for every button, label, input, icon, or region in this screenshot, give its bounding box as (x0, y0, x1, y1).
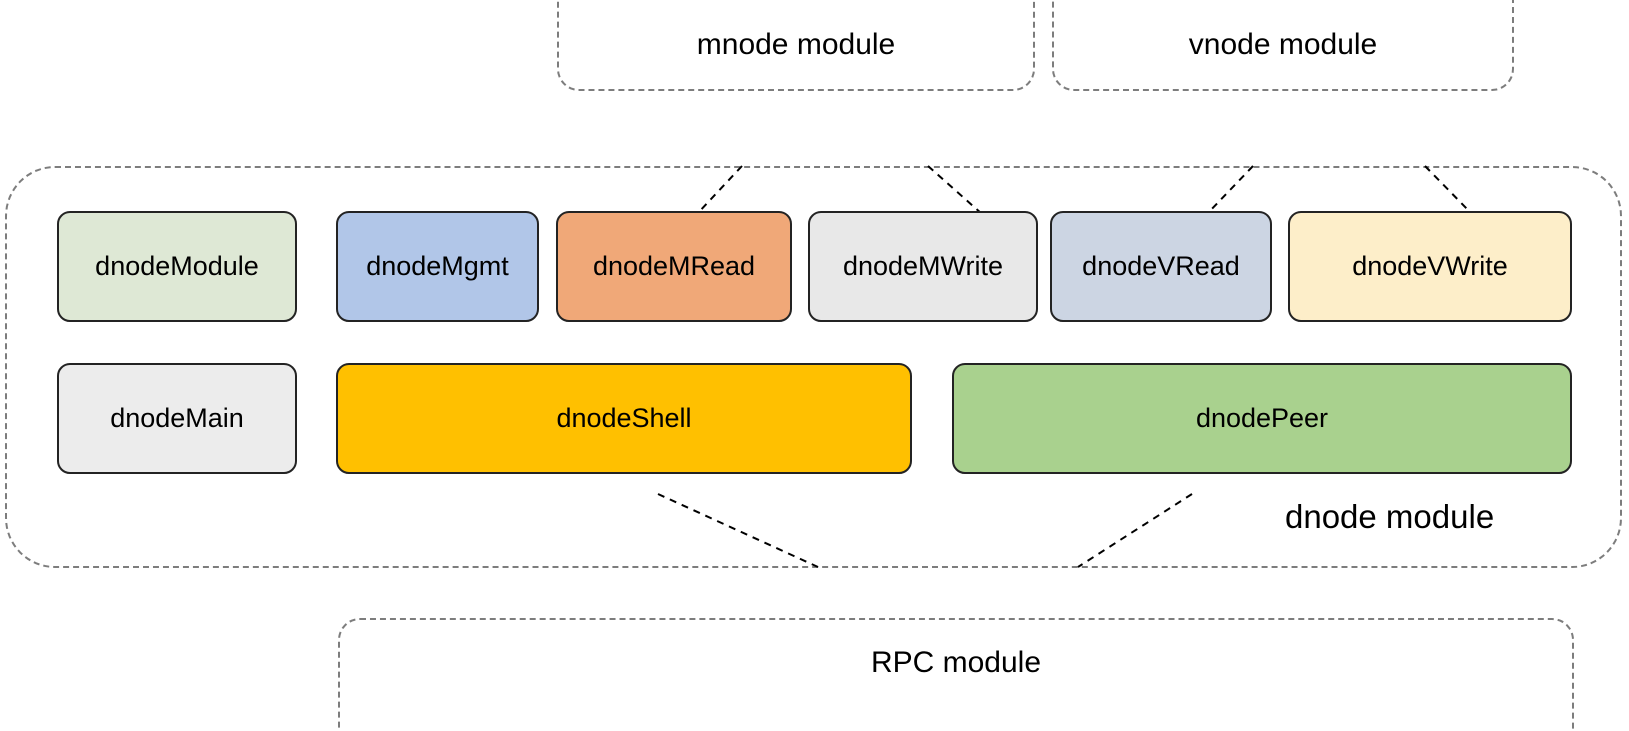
node-box-label: dnodeVWrite (1352, 251, 1508, 281)
node-box-dnodepeer[interactable]: dnodePeer (952, 363, 1572, 474)
node-box-label: dnodeMgmt (366, 251, 509, 281)
mnode-module-label: mnode module (696, 28, 896, 61)
node-box-dnodemain[interactable]: dnodeMain (57, 363, 297, 474)
node-box-dnodevread[interactable]: dnodeVRead (1050, 211, 1272, 322)
dnode-module-label: dnode module (1285, 498, 1495, 535)
node-box-label: dnodeShell (556, 403, 692, 433)
mnode-module-container (557, 0, 1035, 91)
node-box-label: dnodeMain (110, 403, 244, 433)
rpc-module-container (338, 618, 1574, 731)
node-box-label: dnodeModule (95, 251, 259, 281)
node-box-label: dnodeMWrite (842, 251, 1004, 281)
node-box-dnodevwrite[interactable]: dnodeVWrite (1288, 211, 1572, 322)
node-box-label: dnodePeer (1195, 403, 1329, 433)
vnode-module-label: vnode module (1188, 28, 1378, 61)
node-box-dnodemwrite[interactable]: dnodeMWrite (808, 211, 1038, 322)
rpc-module-label: RPC module (870, 646, 1042, 679)
node-box-label: dnodeMRead (592, 251, 756, 281)
node-box-dnodemgmt[interactable]: dnodeMgmt (336, 211, 539, 322)
vnode-module-container (1052, 0, 1514, 91)
node-box-dnodeshell[interactable]: dnodeShell (336, 363, 912, 474)
node-box-dnodemodule[interactable]: dnodeModule (57, 211, 297, 322)
node-box-label: dnodeVRead (1082, 251, 1240, 281)
node-box-dnodemread[interactable]: dnodeMRead (556, 211, 792, 322)
